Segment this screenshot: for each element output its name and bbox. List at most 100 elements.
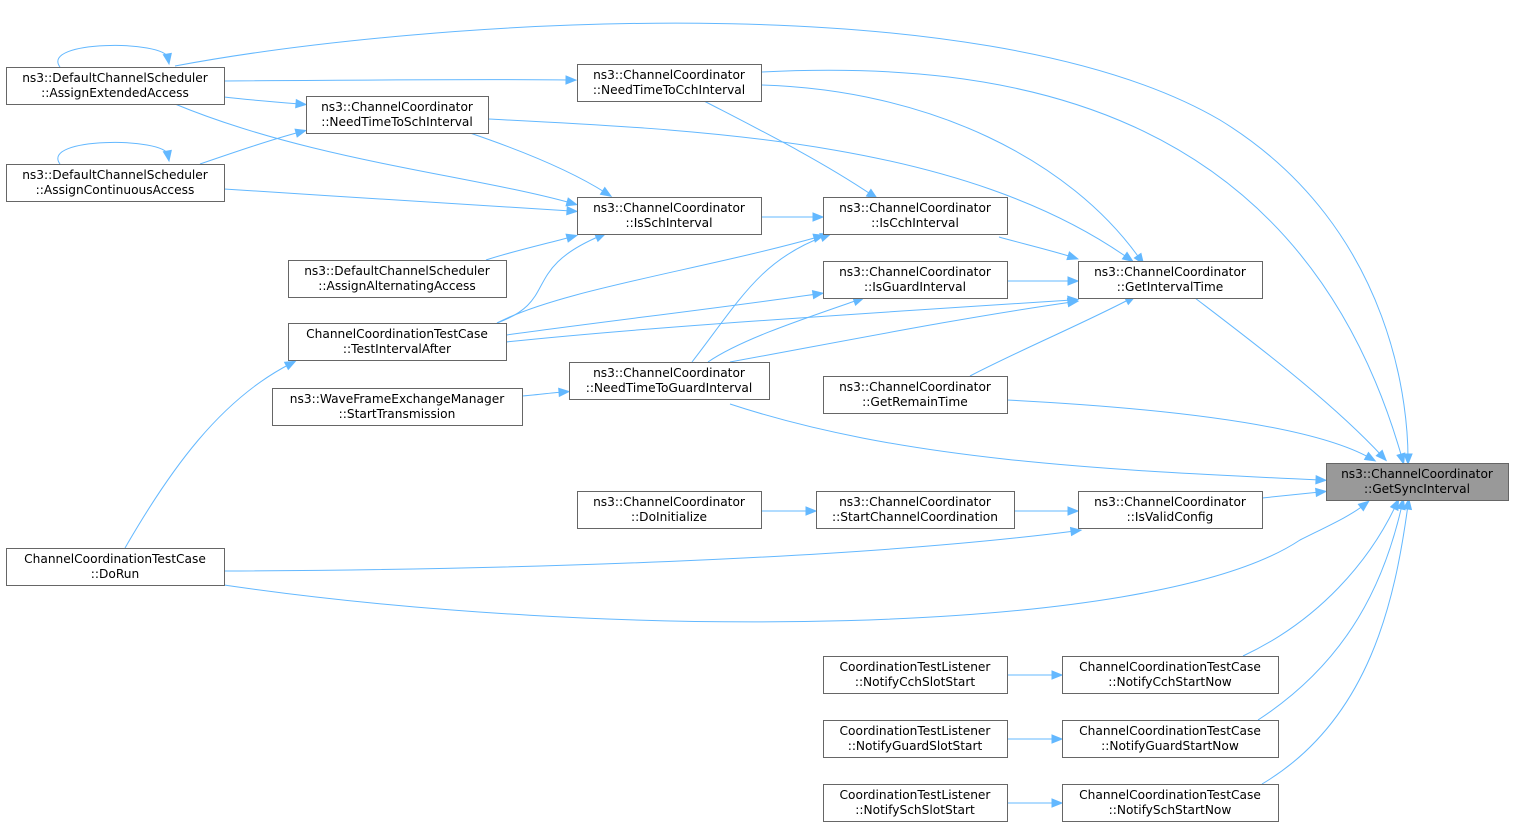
edge-ntgi-to-getsync [729,403,1328,485]
edge-dorun-to-ivc [223,526,1083,572]
node-label-line2: ::NeedTimeToSchInterval [321,115,473,129]
node-nsch[interactable]: ChannelCoordinationTestCase::NotifySchSt… [1062,784,1279,822]
node-label-line1: ns3::ChannelCoordinator [1094,495,1247,509]
edge-isgi-to-git [1007,276,1080,286]
node-lguard[interactable]: CoordinationTestListener::NotifyGuardSlo… [823,720,1008,758]
arrowhead-icon [1066,297,1080,308]
arrowhead-icon [565,75,578,85]
node-label-line1: ns3::ChannelCoordinator [1094,265,1247,279]
edge-git-to-getsync [1194,297,1387,462]
node-box [1062,784,1279,822]
node-label-line2: ::GetSyncInterval [1364,482,1470,496]
node-box [816,491,1015,529]
arrowhead-icon [1357,500,1370,512]
arrowhead-icon [162,52,172,66]
arrowhead-icon [1403,453,1413,466]
node-getsync[interactable]: ns3::ChannelCoordinator::GetSyncInterval [1326,463,1509,501]
node-ntgi[interactable]: ns3::ChannelCoordinator::NeedTimeToGuard… [569,362,770,400]
node-label-line1: ChannelCoordinationTestCase [1079,660,1261,674]
edge-line [1257,504,1403,721]
node-label-line1: CoordinationTestListener [840,724,992,738]
edge-line [1261,504,1409,785]
arrowhead-icon [1315,487,1328,498]
edge-line [223,530,1076,572]
edge-ext-to-ext [57,44,172,68]
arrowhead-icon [812,212,825,222]
edge-nguard-to-getsync [1257,497,1406,721]
arrowhead-icon [162,149,172,163]
node-tia[interactable]: ChannelCoordinationTestCase::TestInterva… [288,323,507,361]
node-label-line2: ::NotifyCchStartNow [1108,675,1232,689]
arrowhead-icon [1396,497,1406,511]
edge-line [691,235,826,363]
arrowhead-icon [1396,452,1406,466]
node-label-line1: CoordinationTestListener [840,788,992,802]
node-label-line2: ::NotifySchSlotStart [855,803,975,817]
arrowhead-icon [1121,251,1135,263]
node-isgi[interactable]: ns3::ChannelCoordinator::IsGuardInterval [823,261,1008,299]
node-ivc[interactable]: ns3::ChannelCoordinator::IsValidConfig [1078,491,1263,529]
node-ntcch[interactable]: ns3::ChannelCoordinator::NeedTimeToCchIn… [577,64,762,102]
node-box [6,67,225,105]
node-nguard[interactable]: ChannelCoordinationTestCase::NotifyGuard… [1062,720,1279,758]
arrowhead-icon [558,387,571,398]
node-label-line1: ns3::ChannelCoordinator [839,495,992,509]
node-cont[interactable]: ns3::DefaultChannelScheduler::AssignCont… [6,164,225,202]
node-label-line2: ::IsSchInterval [626,216,713,230]
node-git[interactable]: ns3::ChannelCoordinator::GetIntervalTime [1078,261,1263,299]
node-box [823,376,1008,414]
node-wave[interactable]: ns3::WaveFrameExchangeManager::StartTran… [272,388,523,426]
node-alt[interactable]: ns3::DefaultChannelScheduler::AssignAlte… [288,260,507,298]
edge-line [487,118,1129,259]
node-doinit[interactable]: ns3::ChannelCoordinator::DoInitialize [577,491,762,529]
edge-wave-to-ntgi [521,387,571,398]
node-box [1078,261,1263,299]
edge-cont-to-ntsch [199,128,308,165]
node-label-line1: ChannelCoordinationTestCase [24,552,206,566]
node-ncch[interactable]: ChannelCoordinationTestCase::NotifyCchSt… [1062,656,1279,694]
node-box [272,388,523,426]
node-label-line2: ::AssignContinuousAccess [36,183,195,197]
edge-tia-to-isgi [505,289,825,336]
edge-alt-to-issch [485,233,579,261]
node-ext[interactable]: ns3::DefaultChannelScheduler::AssignExte… [6,67,225,105]
edge-dorun-to-tia [124,360,297,549]
node-box [1062,720,1279,758]
edge-line [199,131,301,165]
node-ntsch[interactable]: ns3::ChannelCoordinator::NeedTimeToSchIn… [306,96,489,134]
node-issch[interactable]: ns3::ChannelCoordinator::IsSchInterval [577,197,762,235]
node-label-line1: ns3::WaveFrameExchangeManager [290,392,505,406]
edge-line [485,236,572,261]
arrowhead-icon [1051,798,1064,808]
arrowhead-icon [1389,498,1400,512]
edge-tia-to-git [505,295,1080,343]
arrowhead-icon [1067,276,1080,286]
node-dorun[interactable]: ChannelCoordinationTestCase::DoRun [6,548,225,586]
edge-lcch-to-ncch [1006,670,1064,680]
node-lcch[interactable]: CoordinationTestListener::NotifyCchSlotS… [823,656,1008,694]
node-box [577,197,762,235]
arrowhead-icon [283,360,297,371]
node-box [823,656,1008,694]
node-label-line2: ::GetIntervalTime [1117,280,1223,294]
node-box [823,261,1008,299]
node-label-line2: ::IsValidConfig [1127,510,1214,524]
node-label-line1: ns3::ChannelCoordinator [839,380,992,394]
node-label-line2: ::NeedTimeToGuardInterval [586,381,753,395]
node-lsch[interactable]: CoordinationTestListener::NotifySchSlotS… [823,784,1008,822]
node-scc[interactable]: ns3::ChannelCoordinator::StartChannelCoo… [816,491,1015,529]
node-rem[interactable]: ns3::ChannelCoordinator::GetRemainTime [823,376,1008,414]
node-box [577,491,762,529]
node-box [288,323,507,361]
arrowhead-icon [1051,734,1064,744]
edge-nsch-to-getsync [1261,497,1413,785]
edges [57,22,1413,808]
edge-ncch-to-getsync [1242,498,1400,657]
edge-line [521,391,564,397]
edge-line [707,299,859,363]
node-label-line2: ::NotifyGuardSlotStart [848,739,983,753]
node-iscch[interactable]: ns3::ChannelCoordinator::IsCchInterval [823,197,1008,235]
arrowhead-icon [565,233,579,243]
edge-cont-to-cont [57,141,172,165]
edge-line [505,293,818,336]
